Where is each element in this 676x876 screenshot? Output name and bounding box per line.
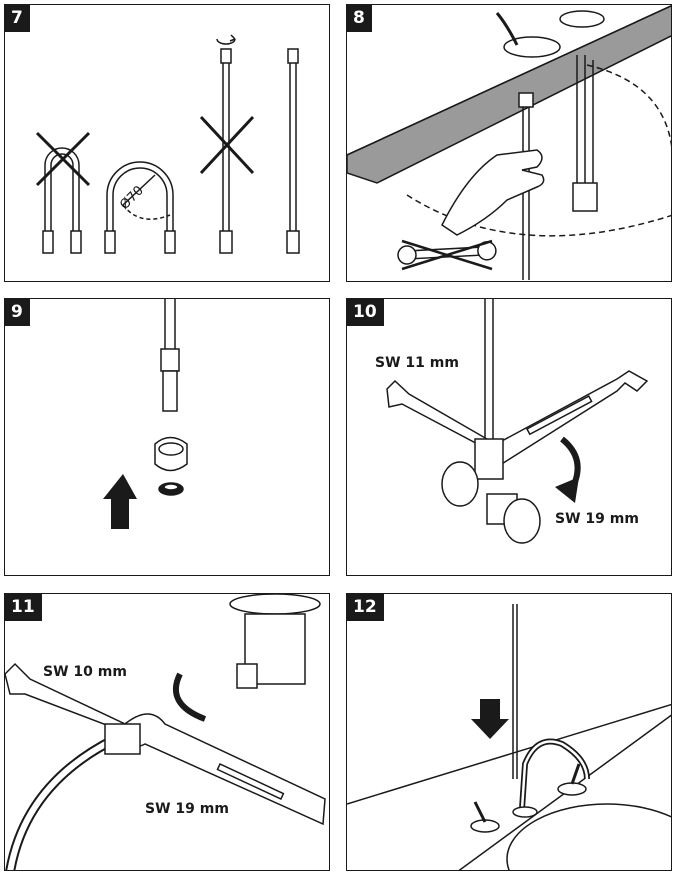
hose-connection-illustration	[5, 594, 326, 870]
step-number: 7	[5, 5, 30, 32]
faucet-installation-illustration	[347, 604, 671, 870]
wrench-tightening-illustration	[386, 299, 649, 544]
nut-removal-illustration	[103, 299, 188, 529]
step-12-panel: 12	[346, 593, 672, 871]
step-number: 8	[347, 5, 372, 32]
step-10-panel: 10 SW 11 mm SW 19 mm	[346, 298, 672, 576]
hose-bending-illustration: Ø70	[35, 34, 300, 254]
step-number: 11	[5, 594, 42, 621]
wrench-size-label: SW 11 mm	[375, 355, 459, 371]
wrench-size-label: SW 19 mm	[555, 511, 639, 527]
step-number: 10	[347, 299, 384, 326]
step-9-panel: 9	[4, 298, 330, 576]
step-number: 9	[5, 299, 30, 326]
step-7-panel: 7	[4, 4, 330, 282]
wrench-size-label: SW 19 mm	[145, 801, 229, 817]
step-8-panel: 8	[346, 4, 672, 282]
step-11-panel: 11 SW 10 mm SW 19 mm	[4, 593, 330, 871]
step-number: 12	[347, 594, 384, 621]
wrench-size-label: SW 10 mm	[43, 664, 127, 680]
hose-insertion-illustration	[347, 5, 671, 280]
